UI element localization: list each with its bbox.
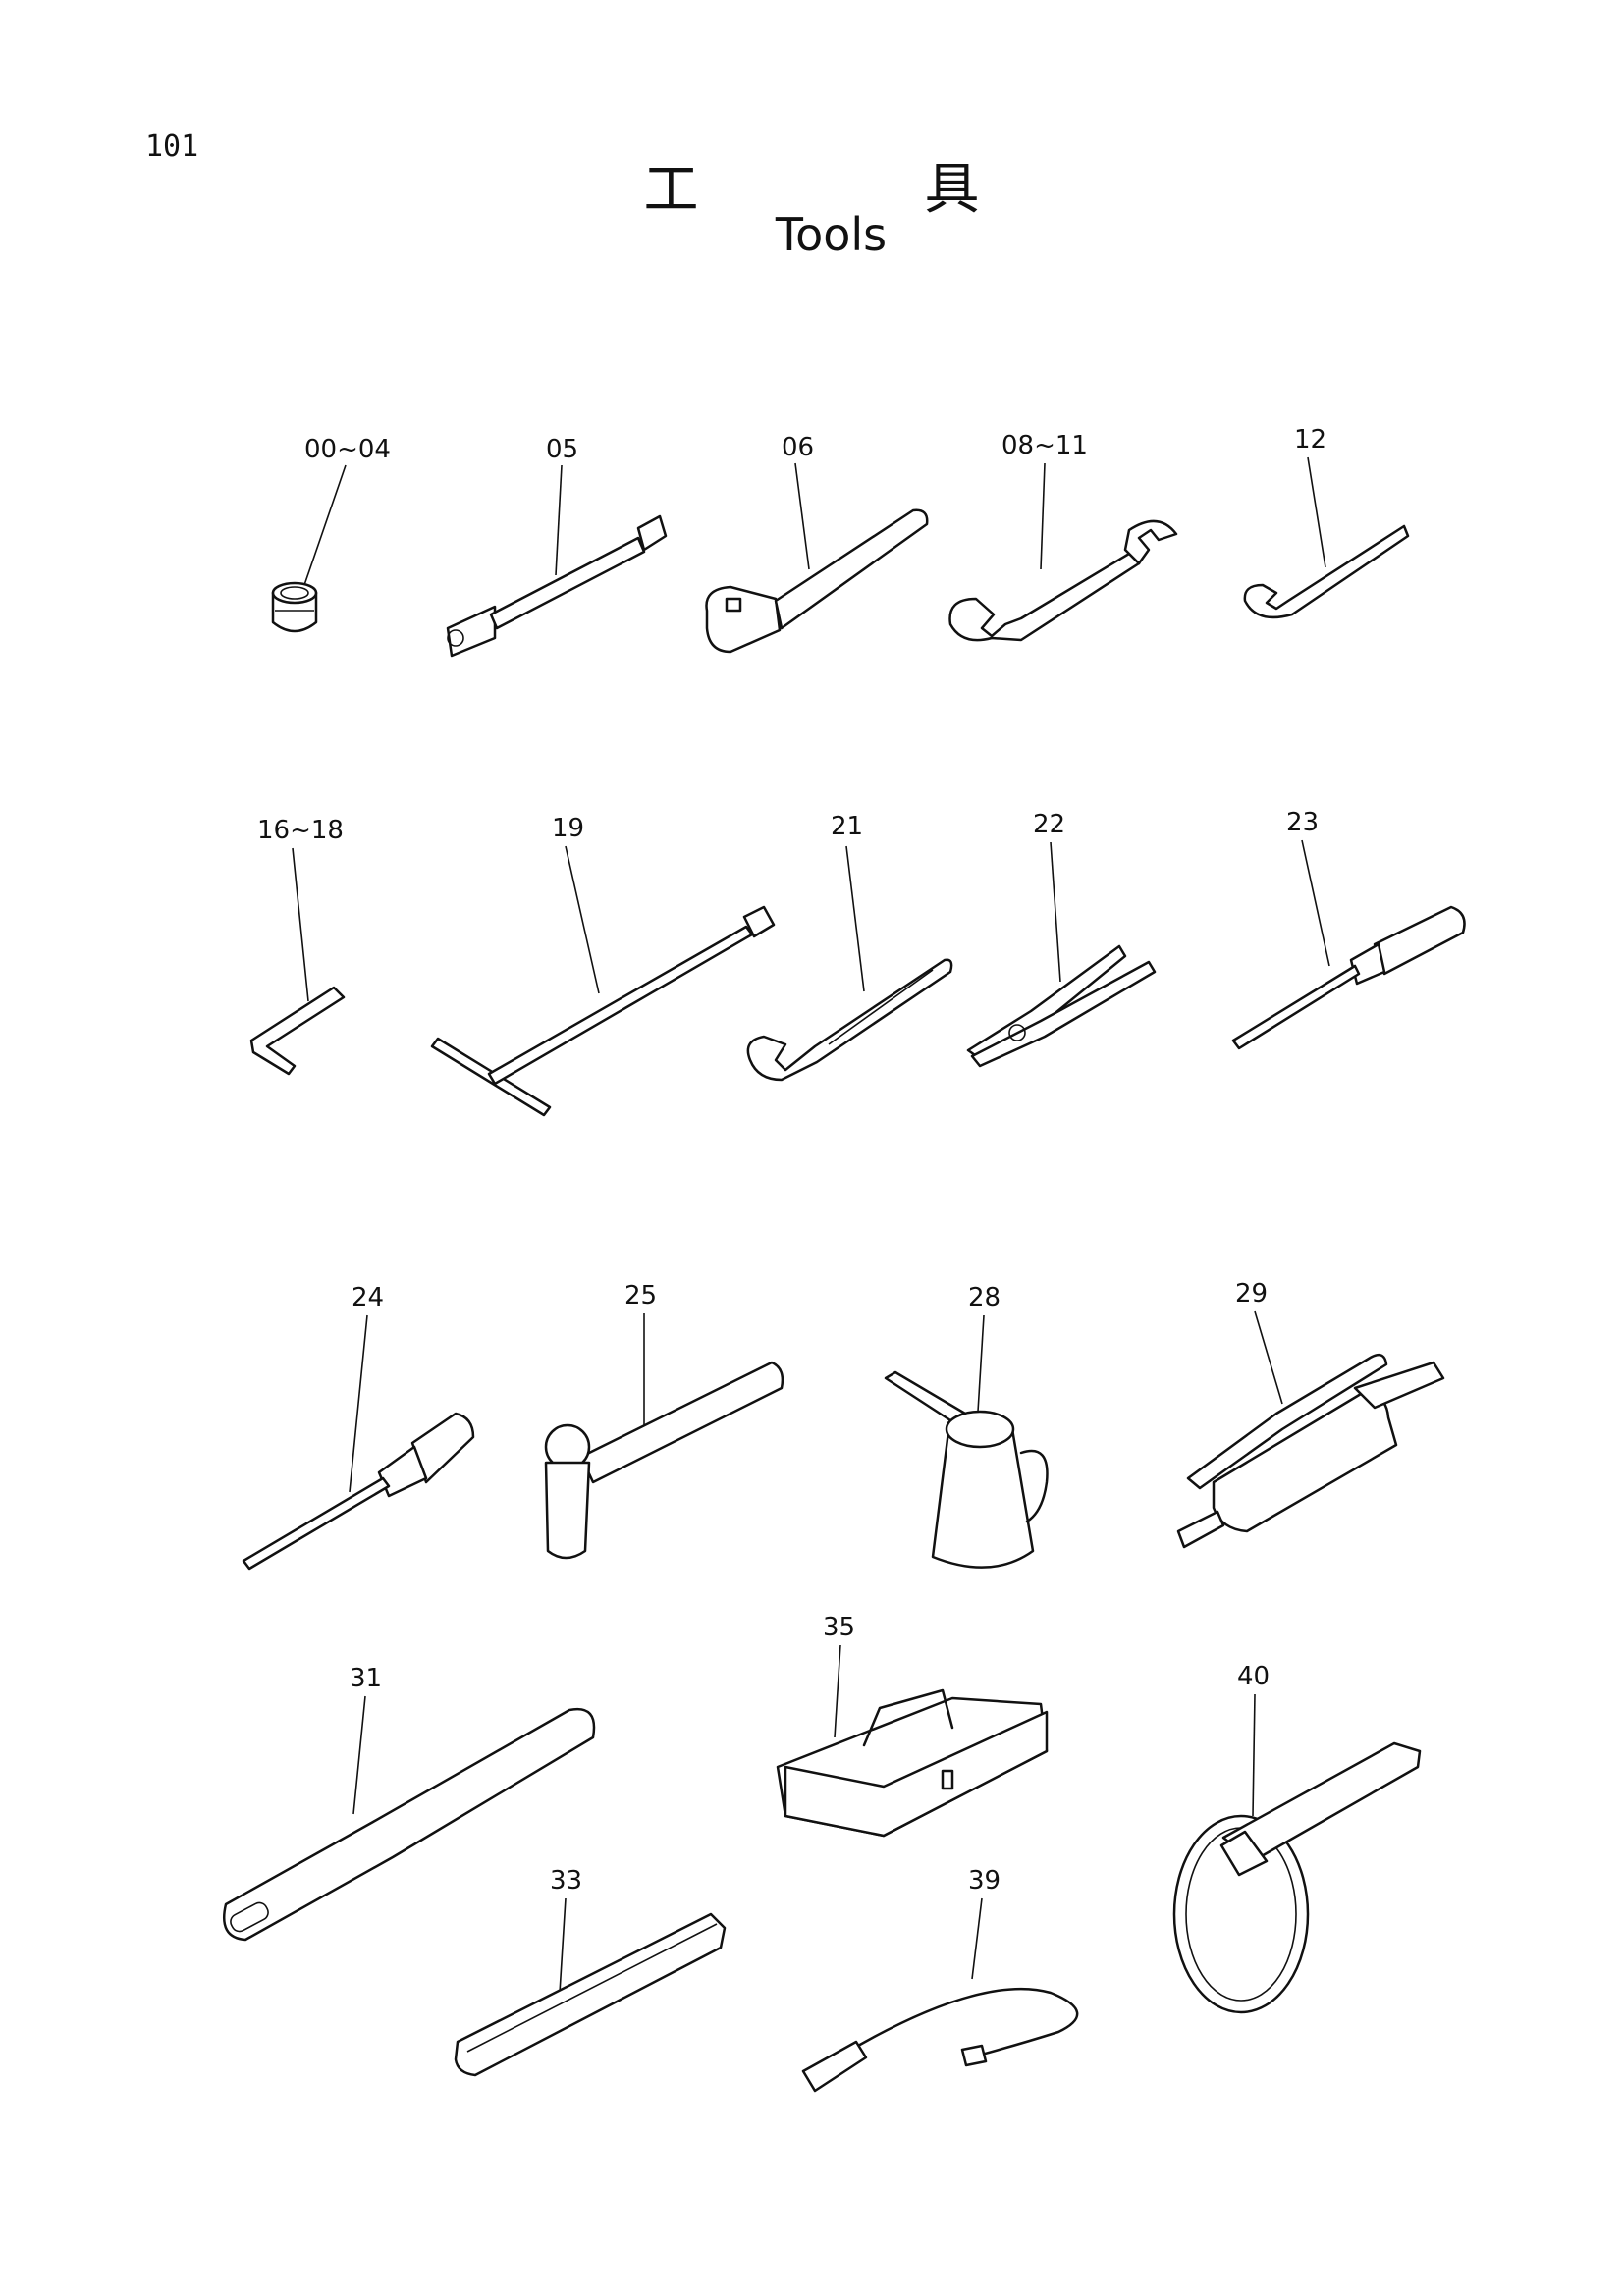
- leader-line: [292, 847, 309, 1002]
- leader-line: [845, 845, 865, 992]
- callout-label-socket: 00~04: [304, 435, 391, 464]
- single-open-wrench-icon: [1243, 524, 1410, 619]
- part-filter-wrench: 40: [1172, 1662, 1422, 2014]
- callout-label-grease-gun: 29: [1235, 1279, 1268, 1308]
- screwdriver-icon: [1231, 905, 1466, 1050]
- pliers-icon: [966, 944, 1157, 1068]
- leader-line: [1040, 462, 1046, 570]
- callout-label-screwdriver-large: 24: [352, 1283, 384, 1312]
- part-box-wrench: 05: [446, 435, 668, 658]
- part-single-wrench: 12: [1243, 425, 1410, 619]
- callout-label-filter-wrench: 40: [1237, 1662, 1270, 1691]
- leader-line: [1050, 841, 1061, 983]
- leader-line: [1254, 1310, 1283, 1405]
- grease-gun-icon: [1176, 1353, 1445, 1549]
- part-tool-box: 35: [776, 1613, 1049, 1838]
- part-screwdriver-large: 24: [242, 1283, 475, 1571]
- leader-line: [555, 464, 563, 576]
- callout-label-hose: 39: [968, 1866, 1001, 1896]
- bar-icon: [454, 1912, 727, 2077]
- part-adjustable-wrench: 21: [746, 812, 953, 1082]
- hex-key-icon: [249, 986, 346, 1076]
- leader-line: [1252, 1693, 1256, 1817]
- part-hose: 39: [801, 1866, 1079, 2093]
- double-open-wrench-icon: [948, 519, 1178, 642]
- leader-line: [1301, 839, 1330, 967]
- hammer-icon: [544, 1361, 784, 1560]
- callout-label-t-wrench: 19: [552, 814, 584, 843]
- callout-label-pliers: 22: [1033, 810, 1065, 839]
- part-grease-gun: 29: [1176, 1279, 1445, 1549]
- part-bar: 33: [454, 1866, 727, 2077]
- socket-icon: [271, 581, 318, 633]
- leader-line: [303, 464, 347, 586]
- pipe-icon: [223, 1707, 596, 1942]
- filter-wrench-icon: [1172, 1741, 1422, 2014]
- callout-label-bar: 33: [550, 1866, 582, 1896]
- leader-line: [971, 1897, 983, 1980]
- page-title-english: Tools: [775, 208, 888, 261]
- leader-line: [977, 1314, 985, 1413]
- part-socket: 00~04: [271, 435, 391, 633]
- tool-box-icon: [776, 1688, 1049, 1838]
- grease-hose-icon: [801, 1987, 1079, 2093]
- leader-line: [559, 1897, 567, 1994]
- adjustable-wrench-icon: [746, 958, 953, 1082]
- part-oil-can: 28: [884, 1283, 1049, 1569]
- oil-can-icon: [884, 1370, 1049, 1569]
- part-hex-key: 16~18: [249, 816, 346, 1076]
- callout-label-oil-can: 28: [968, 1283, 1001, 1312]
- leader-line: [834, 1644, 841, 1738]
- part-screwdriver-small: 23: [1231, 808, 1466, 1050]
- callout-label-pipe: 31: [350, 1664, 382, 1693]
- part-t-wrench: 19: [430, 814, 776, 1117]
- part-ratchet: 06: [705, 433, 929, 654]
- leader-line: [349, 1314, 368, 1493]
- callout-label-screwdriver-small: 23: [1286, 808, 1319, 837]
- callout-label-double-wrench: 08~11: [1001, 431, 1088, 460]
- callout-label-adjustable: 21: [831, 812, 863, 841]
- callout-label-hex-key: 16~18: [257, 816, 344, 845]
- leader-line: [352, 1695, 366, 1815]
- leader-line: [1307, 456, 1326, 568]
- callout-label-hammer: 25: [624, 1281, 657, 1310]
- page-title-japanese: 工具: [643, 158, 1206, 222]
- part-pliers: 22: [966, 810, 1157, 1068]
- callout-label-tool-box: 35: [823, 1613, 855, 1642]
- t-handle-wrench-icon: [430, 905, 776, 1117]
- box-wrench-icon: [446, 514, 668, 658]
- callout-label-ratchet: 06: [782, 433, 814, 462]
- ratchet-handle-icon: [705, 508, 929, 654]
- leader-line: [794, 462, 810, 570]
- callout-label-single-wrench: 12: [1294, 425, 1326, 454]
- callout-label-box-wrench: 05: [546, 435, 578, 464]
- part-hammer: 25: [544, 1281, 784, 1560]
- leader-line: [565, 845, 600, 994]
- screwdriver-icon: [242, 1412, 475, 1571]
- part-double-wrench: 08~11: [948, 431, 1178, 642]
- part-pipe: 31: [223, 1664, 596, 1942]
- page-number: 101: [145, 130, 199, 164]
